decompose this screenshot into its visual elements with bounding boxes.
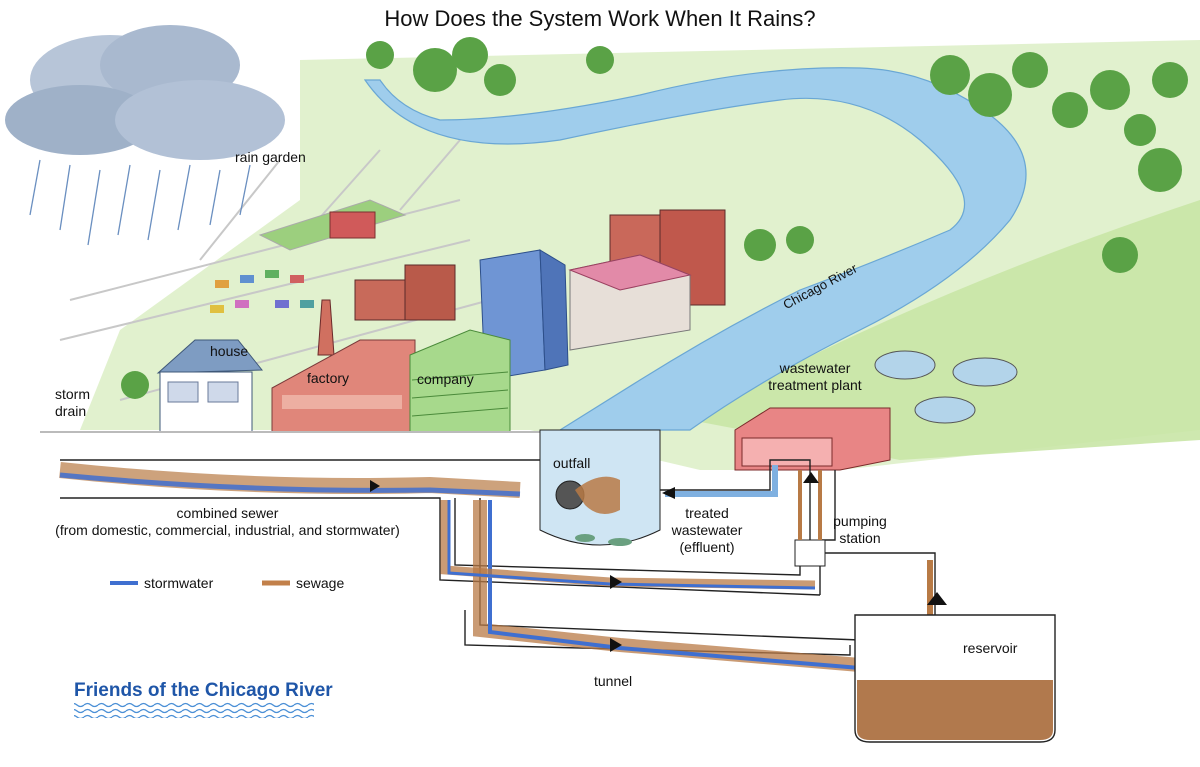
brand-logo-text: Friends of the Chicago River — [74, 680, 333, 701]
legend-stormwater-label: stormwater — [144, 575, 214, 591]
rain-garden-house — [329, 211, 376, 239]
page-title: How Does the System Work When It Rains? — [384, 6, 816, 31]
reservoir-sewage — [857, 680, 1053, 740]
brand-waves — [74, 702, 314, 718]
label-tunnel: tunnel — [594, 673, 633, 689]
arrow-icon — [927, 592, 947, 605]
stormwater-layer — [59, 472, 521, 497]
flow-arrows — [370, 472, 947, 652]
label-factory: factory — [307, 370, 350, 386]
cso-flow-storm — [447, 500, 816, 590]
rain-cloud — [5, 25, 285, 160]
chicago-river — [363, 67, 1027, 431]
grass-area-right — [690, 200, 1200, 460]
arrow-icon — [610, 638, 622, 652]
factory-building — [271, 299, 416, 433]
label-pumping-station: pumping station — [833, 513, 887, 546]
arrow-icon — [803, 472, 819, 483]
company-building — [409, 329, 511, 433]
legend-sewage-label: sewage — [296, 575, 345, 591]
arrow-icon — [370, 480, 380, 492]
sewage-layer — [59, 462, 521, 498]
house-building — [156, 339, 264, 433]
arrow-icon — [610, 575, 622, 589]
tunnel-stormwater — [488, 500, 861, 670]
treatment-plant-building — [734, 407, 891, 471]
arrow-icon — [662, 487, 675, 499]
label-combined-sewer: combined sewer (from domestic, commercia… — [55, 505, 400, 538]
label-wastewater-treatment-plant: wastewater treatment plant — [768, 360, 862, 393]
effluent-flow — [665, 465, 778, 497]
cso-flow-sewage — [440, 500, 816, 590]
settling-tanks — [874, 350, 1018, 424]
label-company: company — [417, 371, 474, 387]
label-storm-drain: storm drain — [55, 386, 90, 419]
trees — [121, 37, 1188, 399]
fish-icon — [575, 534, 632, 546]
label-rain-garden: rain garden — [235, 149, 306, 165]
label-house: house — [210, 343, 249, 359]
pump-riser — [798, 470, 822, 540]
label-reservoir: reservoir — [963, 640, 1018, 656]
effluent-pipe — [660, 459, 811, 545]
parked-cars — [210, 270, 314, 313]
label-outfall: outfall — [553, 455, 591, 471]
rain — [29, 159, 251, 246]
label-treated-wastewater: treated wastewater (effluent) — [671, 505, 743, 555]
pink-building — [568, 254, 692, 351]
